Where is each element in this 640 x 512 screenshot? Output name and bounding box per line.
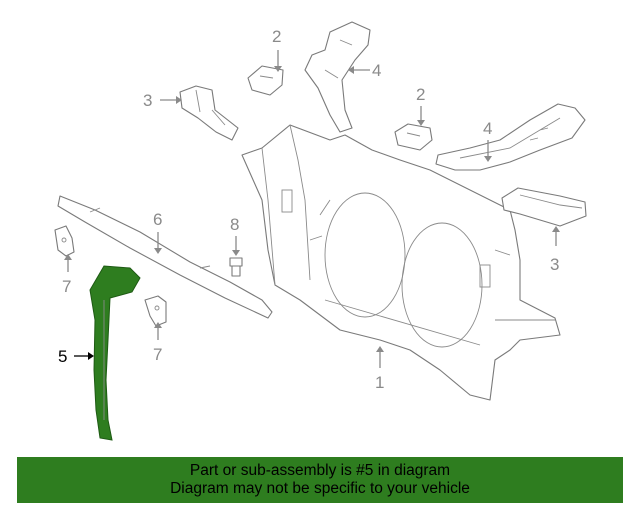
bracket-part-7a bbox=[54, 225, 75, 257]
callout-4a: 4 bbox=[372, 61, 381, 80]
leader-lines bbox=[64, 50, 560, 368]
callout-2b: 2 bbox=[416, 85, 425, 104]
callout-7b: 7 bbox=[153, 345, 162, 364]
callout-4b: 4 bbox=[483, 119, 492, 138]
bracket-part-3a bbox=[179, 85, 239, 141]
member-part-4b bbox=[435, 103, 586, 171]
callout-8: 8 bbox=[230, 215, 239, 234]
member-part-4a bbox=[304, 21, 371, 133]
bracket-part-7b bbox=[144, 295, 167, 327]
callout-3a: 3 bbox=[143, 91, 152, 110]
radiator-core-support-part bbox=[241, 124, 561, 401]
callout-7a: 7 bbox=[62, 277, 71, 296]
bracket-part-3b bbox=[501, 187, 587, 227]
diagram-notice-banner: Part or sub-assembly is #5 in diagram Di… bbox=[17, 457, 623, 503]
callout-5: 5 bbox=[58, 347, 67, 366]
support-bar-part-6 bbox=[57, 195, 273, 319]
parts-diagram: 1 2 2 3 3 4 4 5 6 7 7 8 bbox=[54, 21, 587, 441]
highlighted-part-5 bbox=[89, 265, 141, 441]
bracket-part-2b bbox=[394, 123, 433, 151]
bolt-part-8 bbox=[229, 257, 243, 277]
notice-line-1: Part or sub-assembly is #5 in diagram bbox=[189, 462, 451, 479]
highlighted-part-5-shape bbox=[89, 265, 141, 441]
callout-6: 6 bbox=[153, 210, 162, 229]
bracket-part-2a bbox=[247, 65, 284, 96]
callout-2a: 2 bbox=[272, 27, 281, 46]
callout-1: 1 bbox=[375, 373, 384, 392]
notice-line-2: Diagram may not be specific to your vehi… bbox=[170, 480, 470, 497]
callout-3b: 3 bbox=[550, 255, 559, 274]
